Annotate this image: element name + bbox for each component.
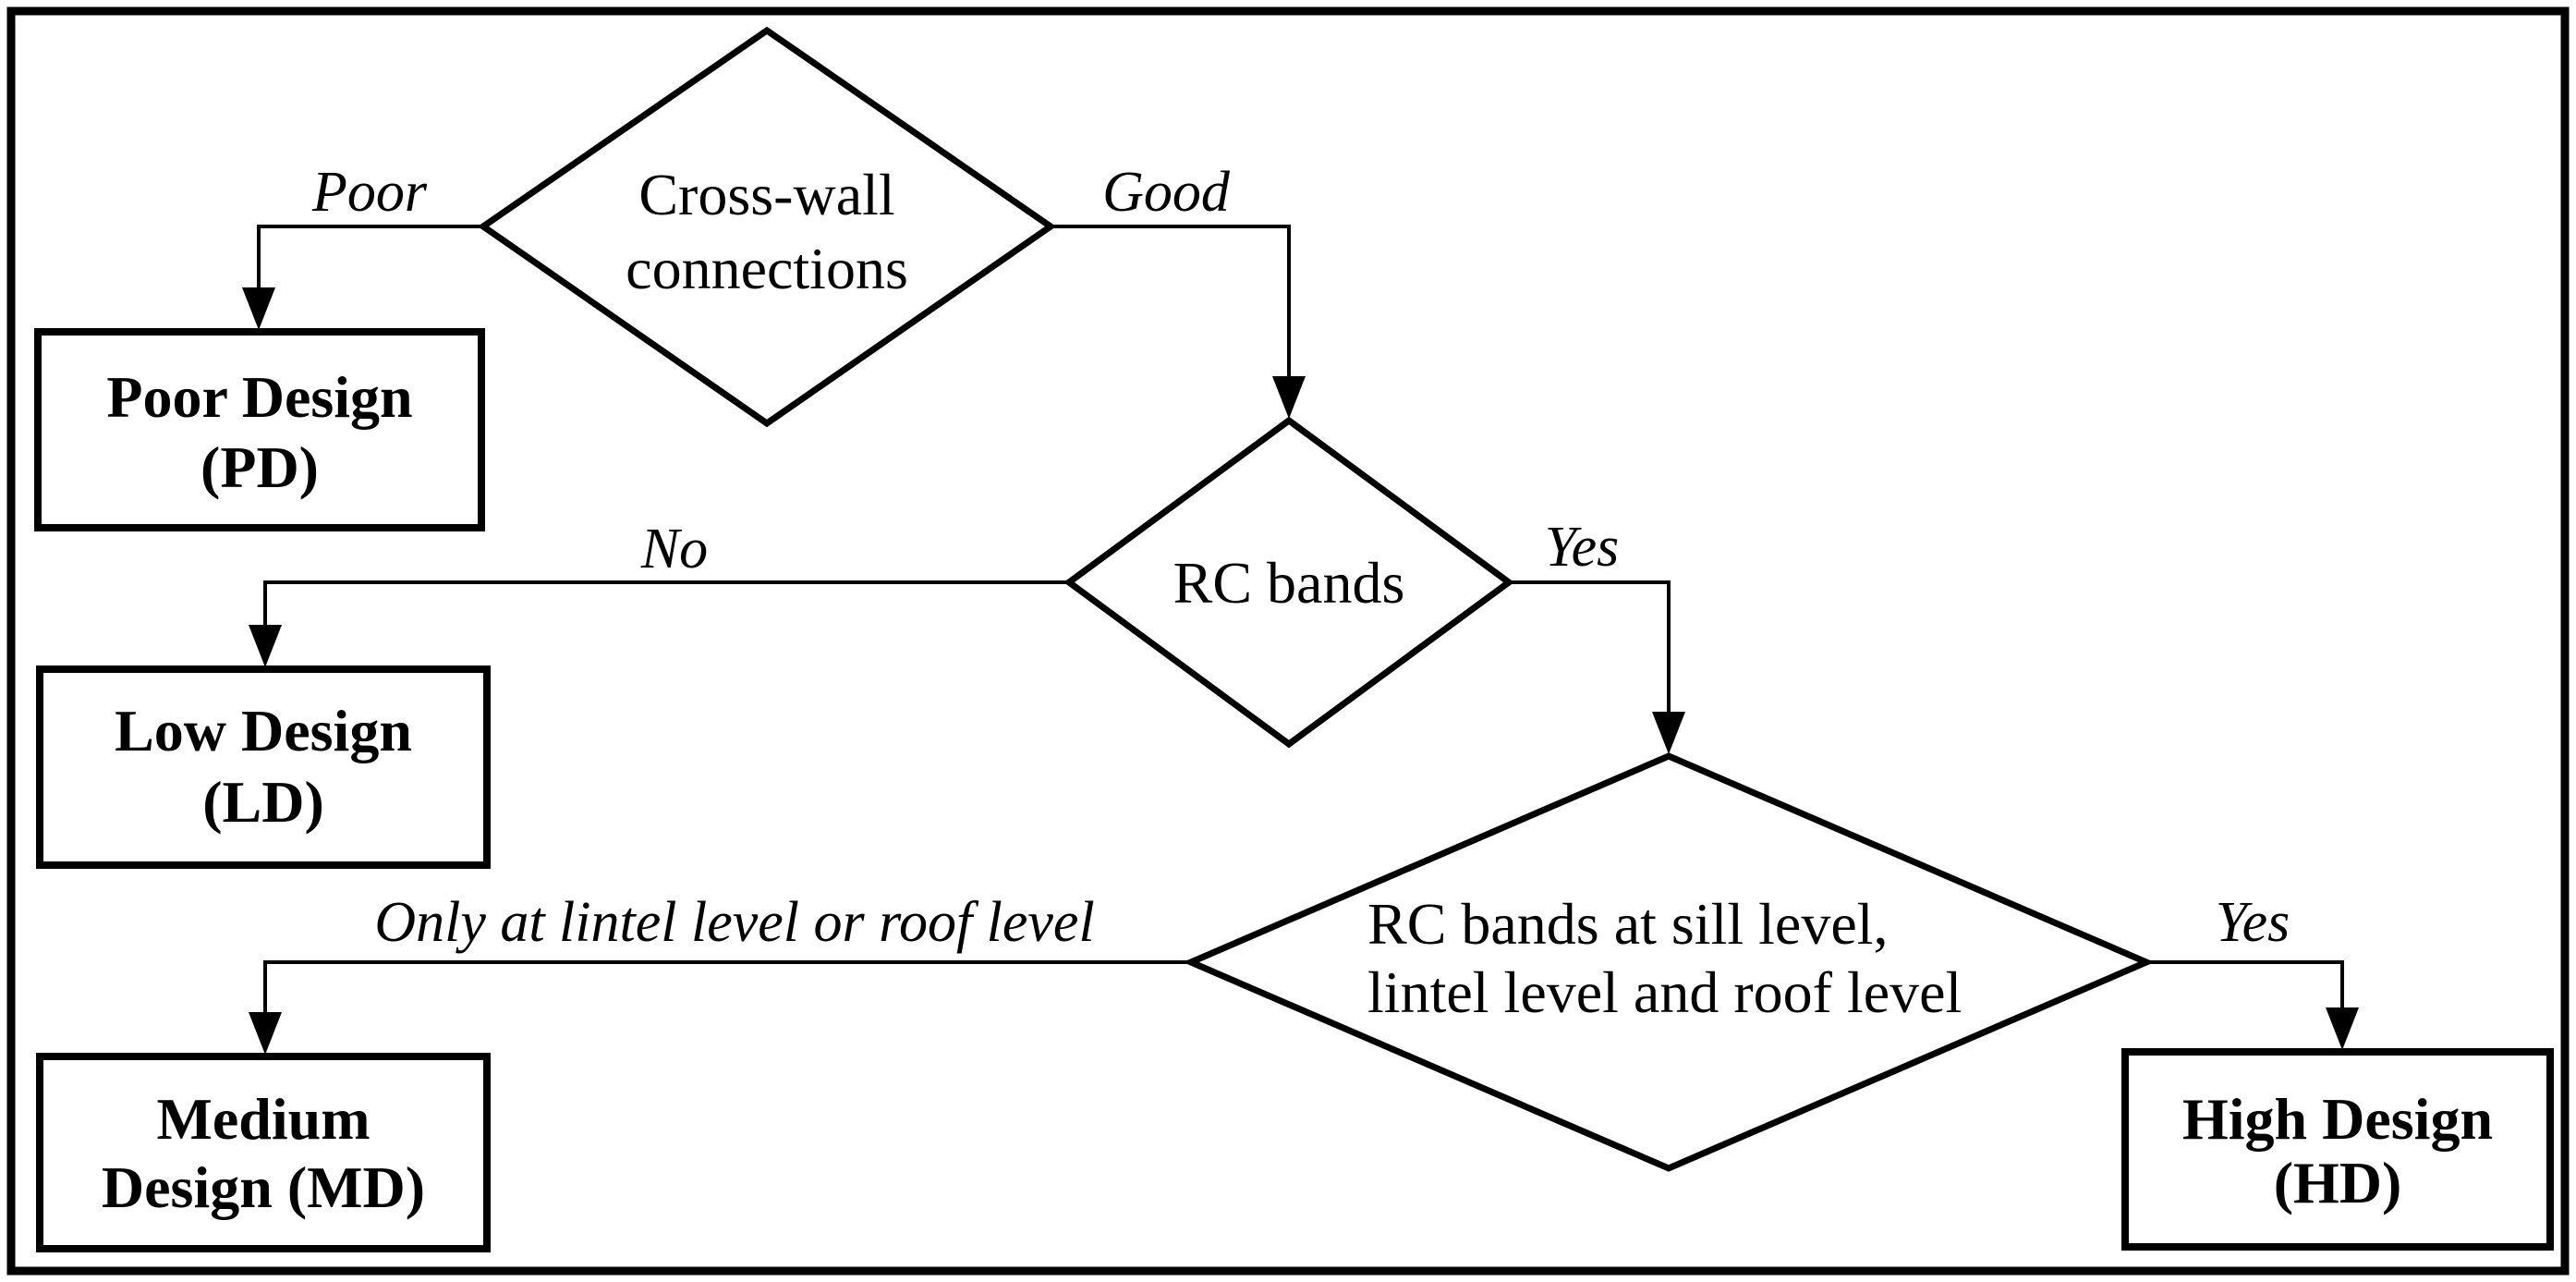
outcome-high-design-label-line1: High Design (2182, 1086, 2493, 1152)
edge-only-lintel-roof-line (263, 960, 1191, 1016)
edge-yes-levels-arrowhead-icon (2326, 1007, 2359, 1050)
diagram-border (6, 6, 2570, 1276)
edge-label-poor: Poor (311, 161, 428, 224)
edge-label-only-lintel-roof: Only at lintel level or roof level (374, 891, 1094, 954)
outcome-poor-design-label-line1: Poor Design (106, 364, 412, 430)
outcome-poor-design-box (34, 328, 485, 531)
edge-no-arrowhead-icon (249, 625, 282, 667)
edge-good-line (1051, 225, 1291, 380)
outcome-medium-design-label-line2: Design (MD) (102, 1154, 425, 1220)
outcome-poor-design-label-line2: (PD) (200, 434, 319, 500)
outcome-high-design-label-line2: (HD) (2274, 1150, 2402, 1215)
outcome-low-design-box (36, 665, 491, 869)
decision-rc-bands-levels (1183, 752, 2155, 1172)
decision-cross-wall-label-line1: Cross-wall (638, 162, 894, 227)
edge-yes-levels-line (2146, 960, 2344, 1011)
decision-rc-bands (1063, 416, 1514, 749)
decision-rc-bands-levels-label-line1: RC bands at sill level, (1367, 891, 1889, 957)
outcome-medium-design-label-line1: Medium (156, 1086, 370, 1152)
edge-good-arrowhead-icon (1272, 376, 1306, 419)
decision-rc-bands-label: RC bands (1173, 550, 1405, 616)
decision-cross-wall-label-line2: connections (626, 236, 908, 301)
edge-poor-arrowhead-icon (242, 287, 275, 330)
outcome-medium-design-box (36, 1053, 491, 1252)
decision-rc-bands-levels-label-line2: lintel level and roof level (1367, 959, 1962, 1025)
outcome-low-design-label-line2: (LD) (202, 769, 324, 835)
edge-label-yes-levels: Yes (2216, 891, 2290, 954)
edge-no-line (263, 580, 1069, 629)
decision-cross-wall-connections (477, 26, 1057, 428)
edge-label-yes-rc-bands: Yes (1545, 516, 1619, 579)
edge-yes-rc-bands-arrowhead-icon (1652, 712, 1685, 754)
edge-label-no: No (640, 518, 708, 580)
edge-label-good: Good (1102, 161, 1231, 224)
outcome-high-design-box (2121, 1048, 2554, 1251)
edge-poor-line (257, 225, 483, 291)
edge-only-lintel-roof-arrowhead-icon (249, 1012, 282, 1055)
outcome-low-design-label-line1: Low Design (115, 698, 412, 763)
edge-yes-rc-bands-line (1509, 580, 1671, 715)
